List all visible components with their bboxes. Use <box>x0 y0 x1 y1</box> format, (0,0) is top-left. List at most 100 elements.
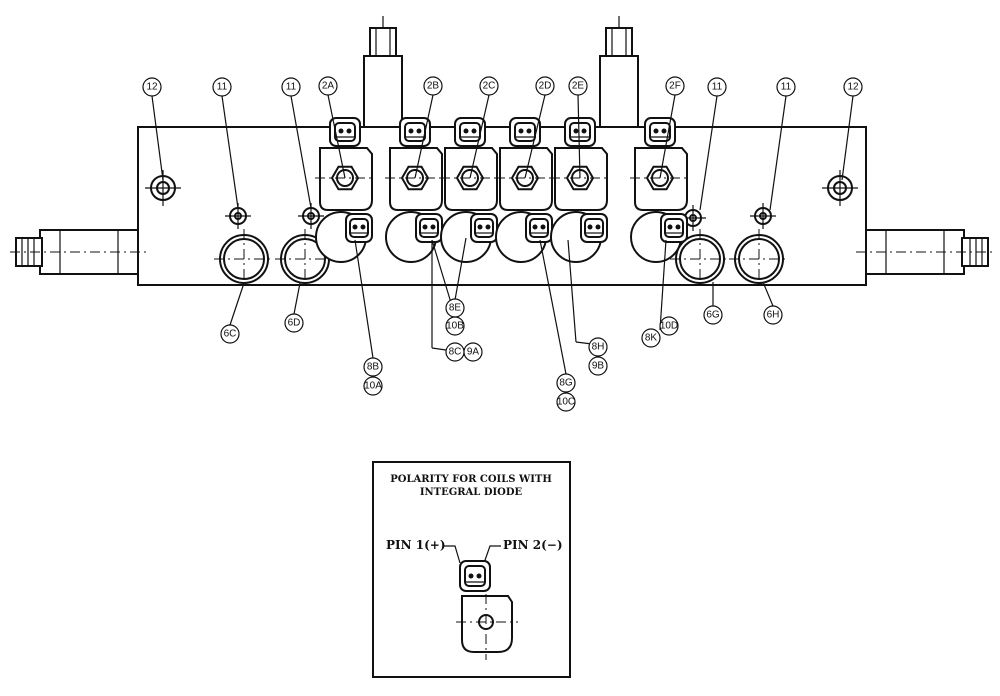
top-cartridge-left <box>363 16 403 129</box>
callout-12: 12 <box>142 77 162 97</box>
callout-label: 2E <box>572 81 585 92</box>
coil-connector-bottom <box>415 213 443 243</box>
polarity-inset: POLARITY FOR COILS WITH INTEGRAL DIODE P… <box>372 461 571 678</box>
valve-station <box>440 117 500 263</box>
callout-label: 2A <box>322 81 335 92</box>
callout-label: 8K <box>645 333 658 344</box>
leader-lines <box>151 94 854 375</box>
callout-label: 12 <box>146 82 158 93</box>
hex-nut <box>565 165 595 191</box>
callout-8h: 8H <box>588 337 608 357</box>
inset-title-line1: POLARITY FOR COILS WITH <box>390 474 552 485</box>
left-end-fitting <box>10 229 148 275</box>
coil-body <box>444 147 498 211</box>
inset-title-line2: INTEGRAL DIODE <box>420 487 523 498</box>
callout-10b: 10B <box>445 316 465 336</box>
hex-nut <box>645 165 675 191</box>
mounting-bolt-right <box>822 170 858 206</box>
hex-nut <box>400 165 430 191</box>
coil-connector-top <box>509 117 541 147</box>
coil-body <box>389 147 443 211</box>
callout-label: 2F <box>669 81 681 92</box>
inset-coil-connector <box>459 560 491 592</box>
callout-10d: 10D <box>659 316 679 336</box>
coil-body <box>499 147 553 211</box>
hex-nut <box>330 165 360 191</box>
callout-11: 11 <box>281 77 301 97</box>
callout-8e: 8E <box>445 298 465 318</box>
callout-label: 10B <box>446 321 464 332</box>
coil-connector-bottom <box>525 213 553 243</box>
callout-6c: 6C <box>220 324 240 344</box>
callout-11: 11 <box>212 77 232 97</box>
callout-label: 12 <box>847 82 859 93</box>
callout-2e: 2E <box>568 76 588 96</box>
callout-8c: 8C <box>445 342 465 362</box>
callout-2f: 2F <box>665 76 685 96</box>
solenoid-valve-stations <box>315 117 690 263</box>
hex-nut <box>510 165 540 191</box>
pin2-label: PIN 2(−) <box>503 538 563 552</box>
callout-label: 6C <box>224 329 237 340</box>
callout-9b: 9B <box>588 356 608 376</box>
valve-station <box>315 117 375 263</box>
top-cartridge-right <box>599 16 639 129</box>
callout-10c: 10C <box>556 392 576 412</box>
callout-6h: 6H <box>763 305 783 325</box>
large-ports <box>214 229 789 289</box>
callout-2d: 2D <box>535 76 555 96</box>
callout-label: 2C <box>483 81 496 92</box>
callout-label: 8E <box>449 303 462 314</box>
callout-label: 11 <box>286 82 297 93</box>
callout-label: 6H <box>767 310 780 321</box>
plugs <box>225 203 776 231</box>
callout-label: 11 <box>781 82 792 93</box>
coil-connector-top <box>329 117 361 147</box>
valve-station <box>550 117 610 263</box>
callout-8g: 8G <box>556 373 576 393</box>
callout-2b: 2B <box>423 76 443 96</box>
callout-label: 11 <box>712 82 723 93</box>
coil-connector-bottom <box>580 213 608 243</box>
callout-label: 9A <box>467 347 480 358</box>
callout-label: 6D <box>288 318 301 329</box>
coil-connector-top <box>399 117 431 147</box>
callout-label: 8G <box>559 378 573 389</box>
callout-11: 11 <box>776 77 796 97</box>
coil-connector-bottom <box>470 213 498 243</box>
valve-station <box>385 117 445 263</box>
coil-connector-bottom <box>660 213 688 243</box>
right-end-fitting <box>856 229 994 275</box>
callout-label: 8C <box>449 347 462 358</box>
callout-label: 11 <box>217 82 228 93</box>
callout-12: 12 <box>843 77 863 97</box>
callout-label: 6G <box>706 310 720 321</box>
coil-body <box>319 147 373 211</box>
callout-label: 10A <box>364 381 382 392</box>
hex-nut <box>455 165 485 191</box>
callout-10a: 10A <box>363 376 383 396</box>
callout-6g: 6G <box>703 305 723 325</box>
callout-labels: 12 11 11 2A 2B 2C 2D 2E 2F 11 11 12 6C 6D 8E 10B 8C 9A 8B 1… <box>142 76 863 412</box>
callout-2c: 2C <box>479 76 499 96</box>
callout-11: 11 <box>707 77 727 97</box>
coil-connector-top <box>564 117 596 147</box>
callout-8b: 8B <box>363 357 383 377</box>
callout-label: 2D <box>539 81 552 92</box>
callout-label: 10D <box>660 321 678 332</box>
callout-label: 2B <box>427 81 440 92</box>
coil-connector-bottom <box>345 213 373 243</box>
inset-coil-body <box>456 594 518 660</box>
callout-2a: 2A <box>318 76 338 96</box>
callout-label: 8B <box>367 362 380 373</box>
coil-body <box>554 147 608 211</box>
coil-body <box>634 147 688 211</box>
callout-9a: 9A <box>463 342 483 362</box>
callout-8k: 8K <box>641 328 661 348</box>
callout-label: 8H <box>592 342 605 353</box>
callout-label: 10C <box>557 397 575 408</box>
pin1-label: PIN 1(+) <box>386 538 446 552</box>
callout-label: 9B <box>592 361 605 372</box>
callout-6d: 6D <box>284 313 304 333</box>
